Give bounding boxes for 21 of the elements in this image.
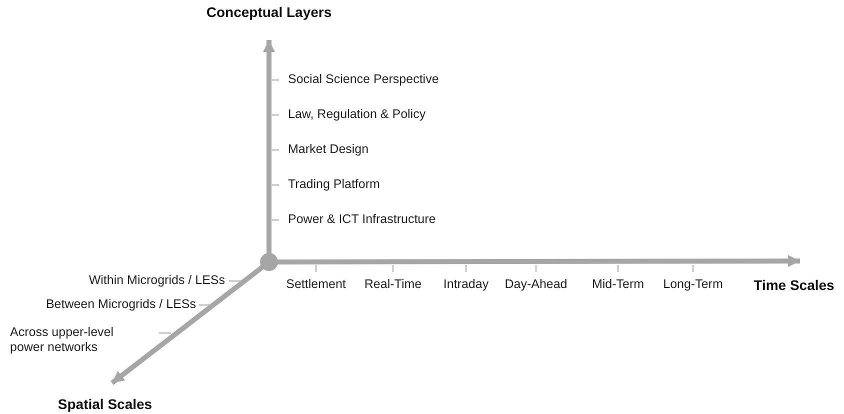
axis-title: Conceptual Layers (195, 4, 343, 40)
axis-title: Spatial Scales (46, 383, 164, 412)
scale-label: Market Design (288, 142, 369, 157)
scale-label: Law, Regulation & Policy (288, 107, 426, 122)
axis-title: Time Scales (745, 261, 843, 293)
scale-label: Across upper-level power networks (10, 325, 115, 355)
scale-label: Social Science Perspective (288, 72, 439, 87)
scale-label: Intraday (442, 277, 490, 292)
axis-origin-circle (260, 253, 278, 271)
axis-arrow (110, 264, 264, 385)
scale-label: Between Microgrids / LESs (44, 297, 196, 312)
scale-label: Mid-Term (590, 277, 646, 292)
scale-label: Settlement (285, 277, 347, 292)
scale-label: Within Microgrids / LESs (88, 273, 225, 288)
scale-label: Trading Platform (288, 177, 380, 192)
scale-label: Day-Ahead (504, 277, 568, 292)
scale-label: Long-Term (662, 277, 724, 292)
scale-label: Power & ICT Infrastructure (288, 212, 436, 227)
axis-arrow (263, 40, 275, 254)
axis-arrow (277, 255, 800, 268)
scale-label: Real-Time (363, 277, 423, 292)
